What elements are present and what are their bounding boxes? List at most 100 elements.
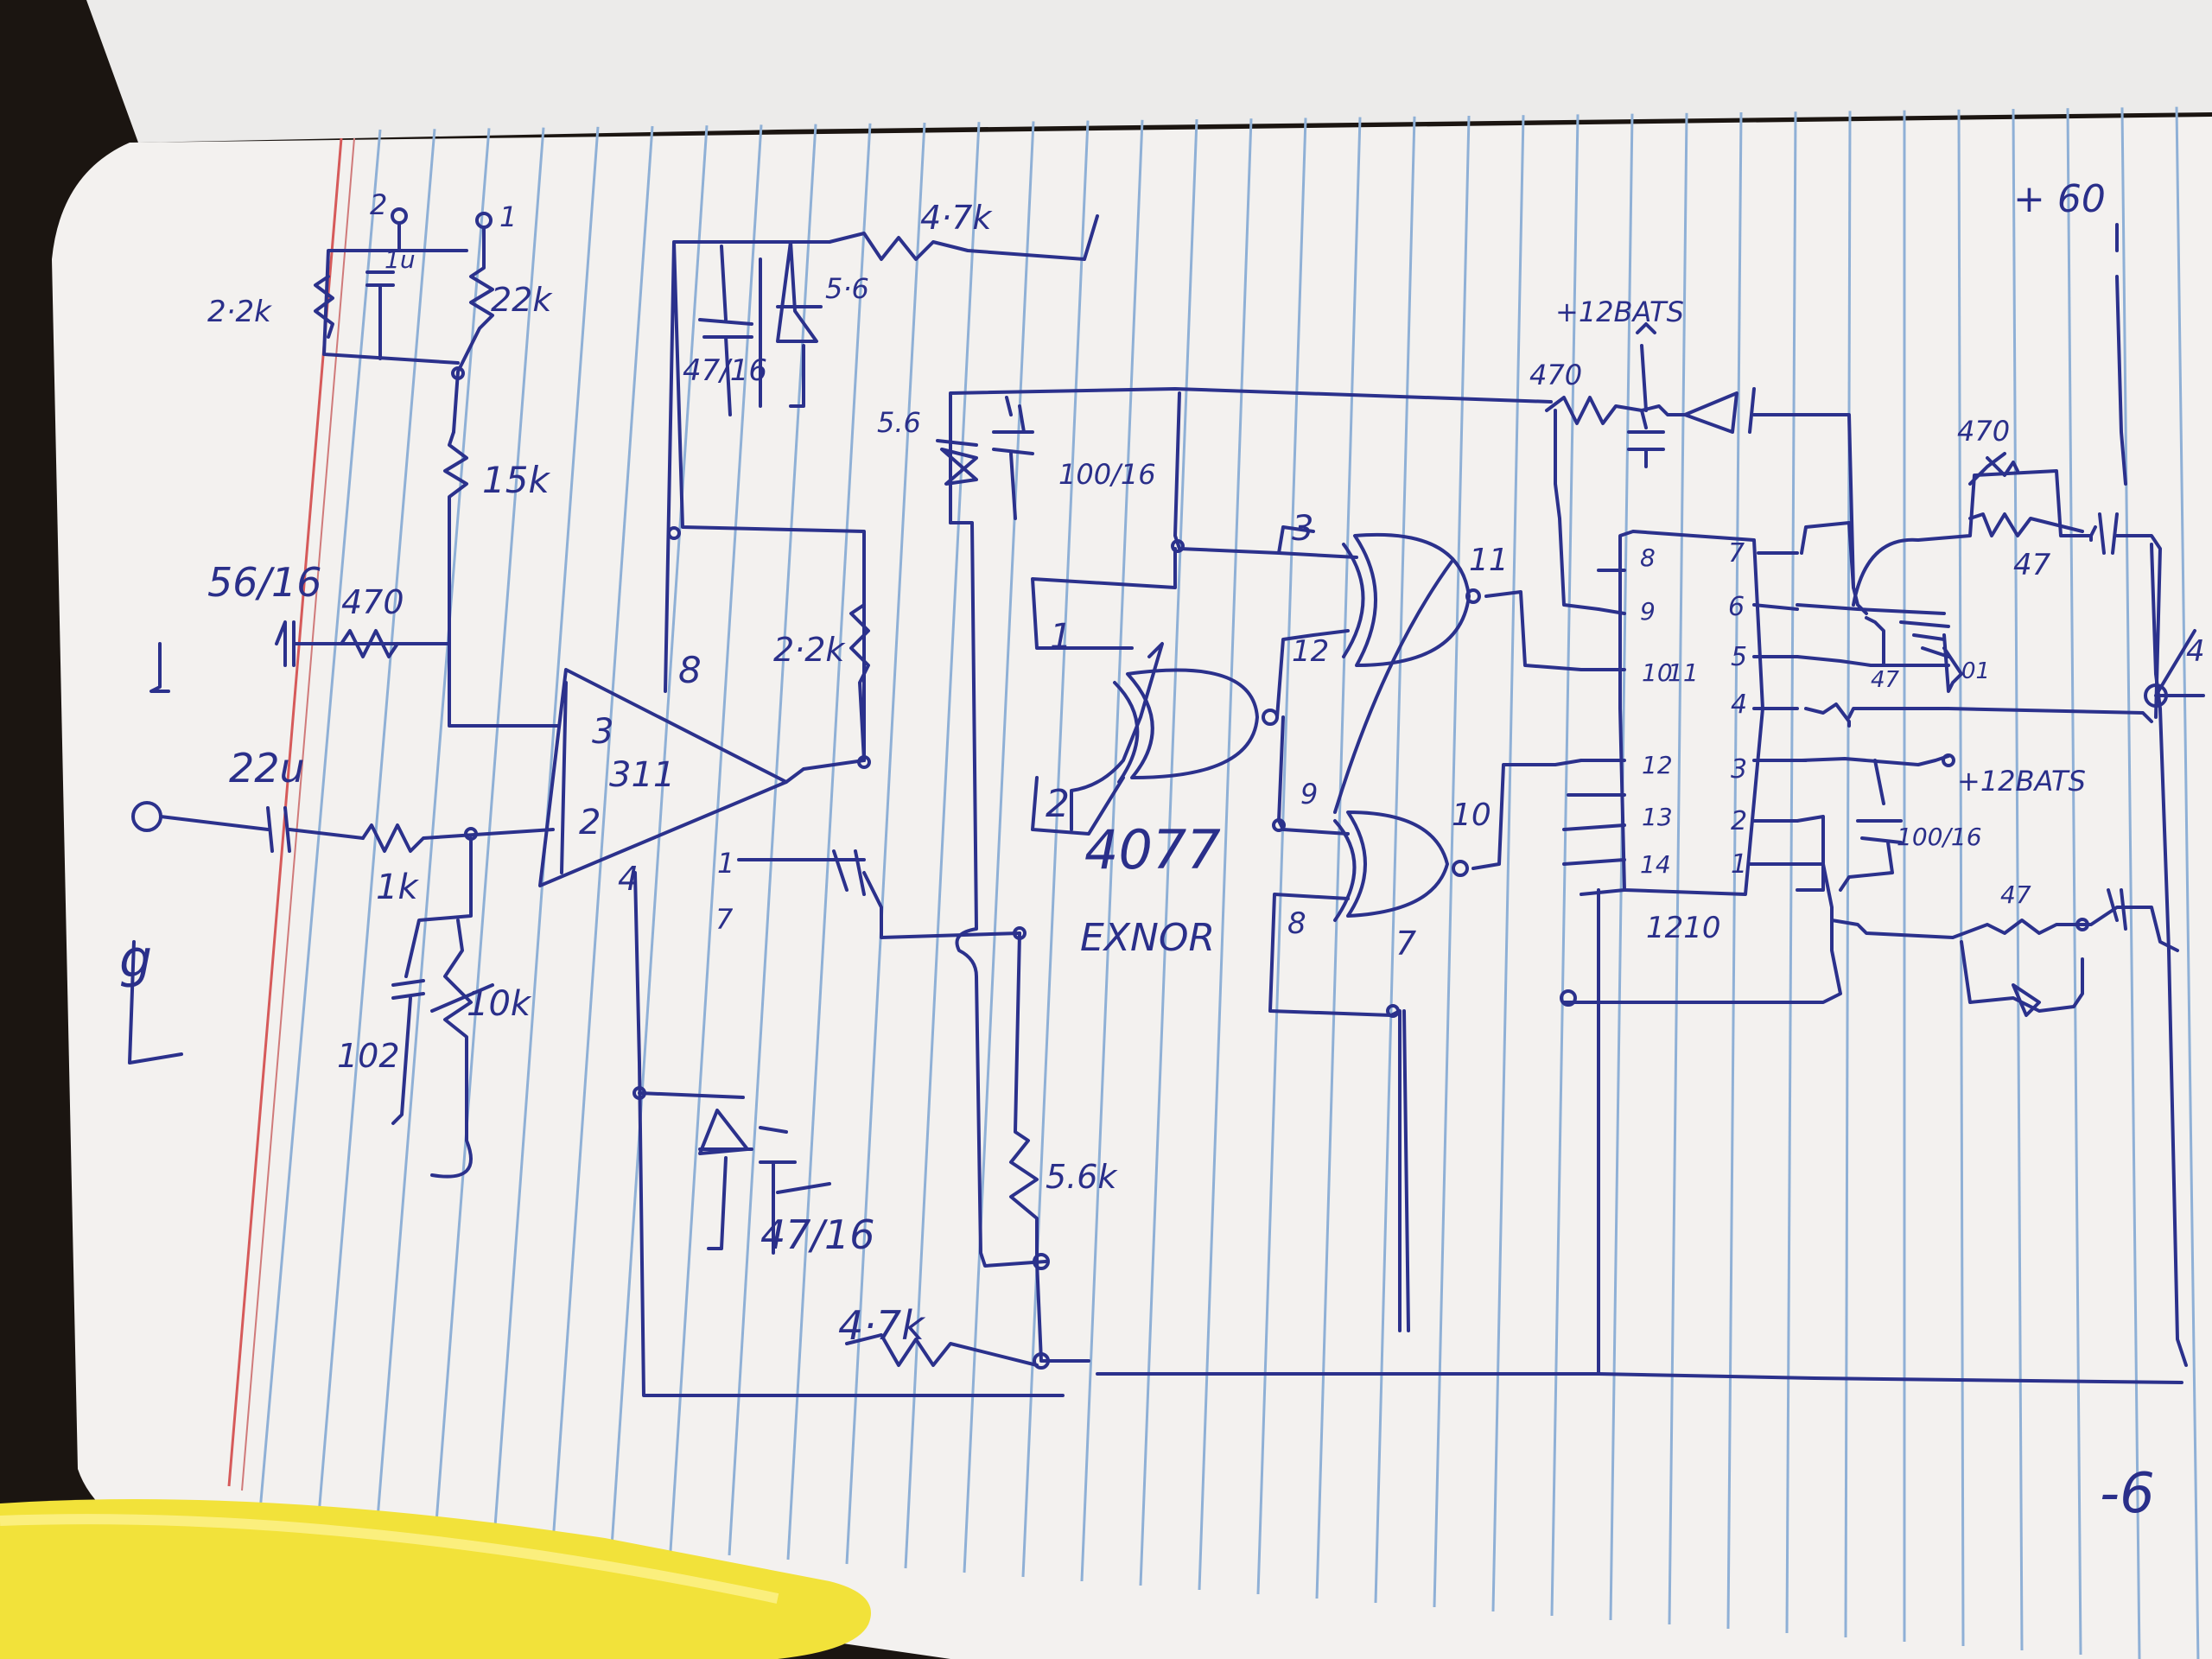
label-c-1u: 1u xyxy=(385,245,416,274)
output-wire xyxy=(785,759,866,784)
resistor-1k xyxy=(361,823,555,853)
ic-supply-wire xyxy=(1554,409,1600,611)
label-r-22k: 22k xyxy=(491,281,553,319)
node xyxy=(1560,989,1577,1007)
label-c-01: 01 xyxy=(1961,658,1990,684)
label-ic-name: 1210 xyxy=(1646,911,1721,945)
pot-wiper xyxy=(430,983,494,1013)
label-gate-pin8: 8 xyxy=(1287,906,1306,941)
node xyxy=(667,526,681,540)
supply-arrow xyxy=(1636,322,1656,412)
rule-line xyxy=(786,123,872,1560)
wire-right xyxy=(1800,521,1868,615)
rule-line xyxy=(669,124,763,1552)
rule-line xyxy=(1374,116,1416,1604)
label-bottom-right-mark: -6 xyxy=(2100,1462,2155,1526)
output-coupling xyxy=(737,849,1021,939)
comparator-311-body xyxy=(538,668,788,887)
rule-line xyxy=(2175,106,2200,1659)
gate-output-10 xyxy=(1471,759,1583,870)
label-opamp-pin3: 3 xyxy=(592,712,613,752)
ic-right-pins xyxy=(1748,551,1808,866)
resistor-4-7k-bottom xyxy=(845,1333,1039,1367)
label-ic-pin-5: 5 xyxy=(1731,642,1747,672)
label-r-47: 47 xyxy=(2013,548,2051,582)
margin-line-2 xyxy=(241,137,355,1491)
rule-line xyxy=(845,122,926,1565)
wire xyxy=(664,240,866,762)
label-gate-pin9: 9 xyxy=(1300,778,1318,810)
label-ic-pin-7: 7 xyxy=(1728,538,1745,569)
capacitor-supply xyxy=(1627,409,1665,468)
label-r-2k2-top: 2·2k xyxy=(207,295,272,329)
resistor-47-bottom xyxy=(1830,906,2145,939)
resistor-15k xyxy=(443,430,468,645)
node xyxy=(1013,926,1027,940)
diode-right xyxy=(1683,387,1855,589)
rule-line xyxy=(2066,108,2082,1656)
xnor-b-bubble xyxy=(1465,588,1481,604)
capacitor-100-16-right xyxy=(1839,759,1903,892)
label-ic-pin-1: 1 xyxy=(1731,849,1747,880)
label-pin-2: 2 xyxy=(370,188,387,221)
label-ic-pin-11: 11 xyxy=(1668,658,1699,687)
rule-line xyxy=(257,129,382,1522)
rule-line xyxy=(375,128,491,1530)
label-ic-pin-12: 12 xyxy=(1642,751,1673,779)
rule-line xyxy=(1491,115,1525,1612)
label-ic-pin-14: 14 xyxy=(1640,850,1671,879)
gate-pin2-wire xyxy=(1070,642,1164,831)
ground-symbol xyxy=(128,940,183,1065)
label-r-470-far: 470 xyxy=(1957,415,2010,448)
switch xyxy=(2154,629,2205,697)
label-c-56: 56/16 xyxy=(207,559,322,606)
label-zener-56-mid: 5.6 xyxy=(877,406,921,439)
xnor-c-bubble xyxy=(1452,860,1469,877)
label-r-15k: 15k xyxy=(482,459,550,501)
label-c-47-top: 47/16 xyxy=(683,353,767,388)
label-plus-60: + 60 xyxy=(2013,177,2106,221)
node xyxy=(1033,1253,1050,1270)
previous-page xyxy=(86,0,2212,143)
label-r-47-bottom: 47 xyxy=(2000,880,2031,909)
rule-line xyxy=(1198,118,1253,1591)
zener-bottom xyxy=(638,1091,753,1250)
label-c-22u: 22u xyxy=(229,745,305,791)
label-gate-pin2: 2 xyxy=(1046,782,1070,826)
node xyxy=(857,755,871,769)
node xyxy=(1033,1352,1050,1370)
wire-pin3 xyxy=(1800,754,1950,766)
rule-line xyxy=(1080,119,1144,1582)
vertical-rails xyxy=(1402,888,1600,1376)
notebook-page xyxy=(52,117,2212,1659)
rule-line xyxy=(1957,109,1965,1647)
gate-pin8-wire xyxy=(1268,893,1402,1332)
label-opamp-pin8: 8 xyxy=(678,649,702,691)
gate-wires xyxy=(1031,391,1358,650)
label-gate-pin11: 11 xyxy=(1469,543,1509,578)
ruled-lines xyxy=(257,106,2200,1659)
right-vertical-wire xyxy=(2115,223,2127,486)
label-r-2k2-mid: 2·2k xyxy=(773,631,846,669)
node xyxy=(1942,753,1955,767)
label-opamp-pin1: 1 xyxy=(717,847,734,880)
diode-bottom-right xyxy=(1960,940,2084,1017)
ic-1210-body xyxy=(1618,530,1764,896)
label-c-100-16: 100/16 xyxy=(1058,458,1156,491)
label-ic-pin-9: 9 xyxy=(1640,597,1656,626)
ic-left-pins xyxy=(1562,569,1626,896)
node xyxy=(1272,818,1286,832)
label-r-1k: 1k xyxy=(376,868,419,907)
wire-pin2-pin1 xyxy=(1562,815,1842,1004)
label-gate-pin12: 12 xyxy=(1292,634,1329,669)
rule-line xyxy=(1844,111,1852,1638)
label-ic-pin-2: 2 xyxy=(1731,806,1747,836)
wire xyxy=(322,221,460,365)
label-r-4k7-bottom: 4·7k xyxy=(838,1302,926,1349)
node xyxy=(1171,539,1185,553)
label-r-470-left: 470 xyxy=(341,583,404,621)
rule-line xyxy=(1315,117,1362,1599)
rule-line xyxy=(963,121,1035,1573)
schematic xyxy=(128,207,2205,1397)
gate-wires-2 xyxy=(1275,525,1350,836)
